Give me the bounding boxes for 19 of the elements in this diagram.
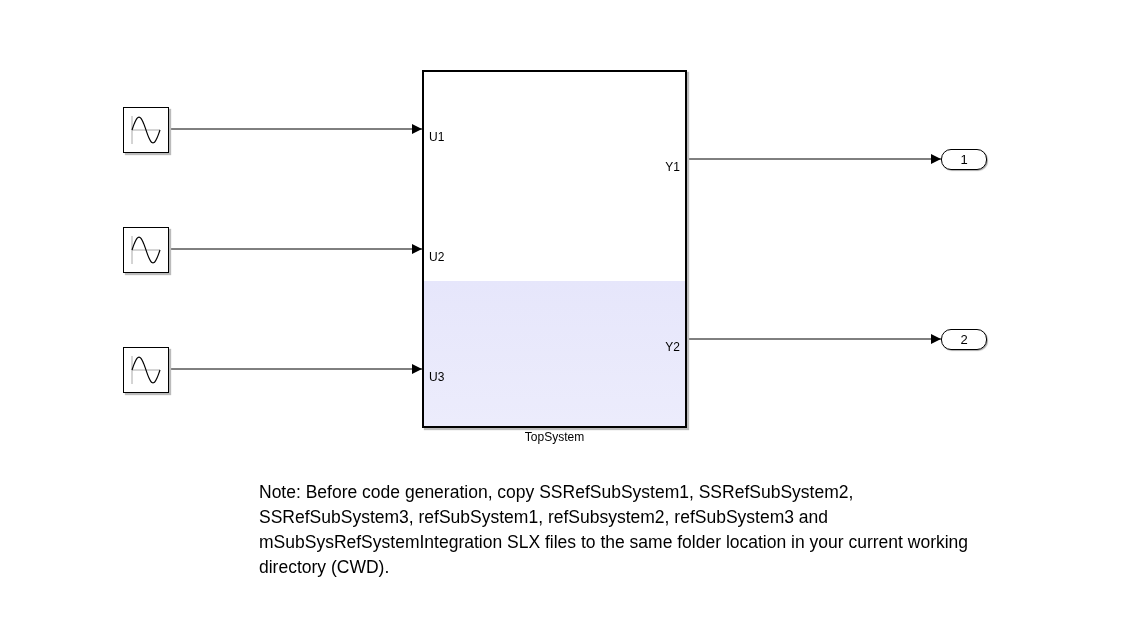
outport-block [941,329,987,350]
port-number: 1 [960,152,968,167]
port-label: U1 [429,130,445,144]
port-label: U2 [429,250,445,264]
port-label: U3 [429,370,445,384]
signal-arrow [168,124,423,134]
signal-arrow [686,334,942,344]
sine-wave-source-block [123,227,169,273]
port-label: Y2 [665,340,680,354]
signal-arrow [168,364,423,374]
sine-wave-source-block [123,347,169,393]
port-number: 2 [960,332,968,347]
outport-block [941,149,987,170]
note-text: Note: Before code generation, copy SSRefSubSystem1, SSRefSubSystem2, SSRefSubSystem3, refSubSystem1, refSubsystem2, refSubSystem3 and mSubSysRefSystemIntegration SLX files to the same folder location in your current working directory (CWD). [259,481,970,579]
signal-arrow [168,244,423,254]
port-label: Y1 [665,160,680,174]
block-name: TopSystem [524,430,585,444]
sine-wave-source-block [123,107,169,153]
signal-arrow [686,154,942,164]
